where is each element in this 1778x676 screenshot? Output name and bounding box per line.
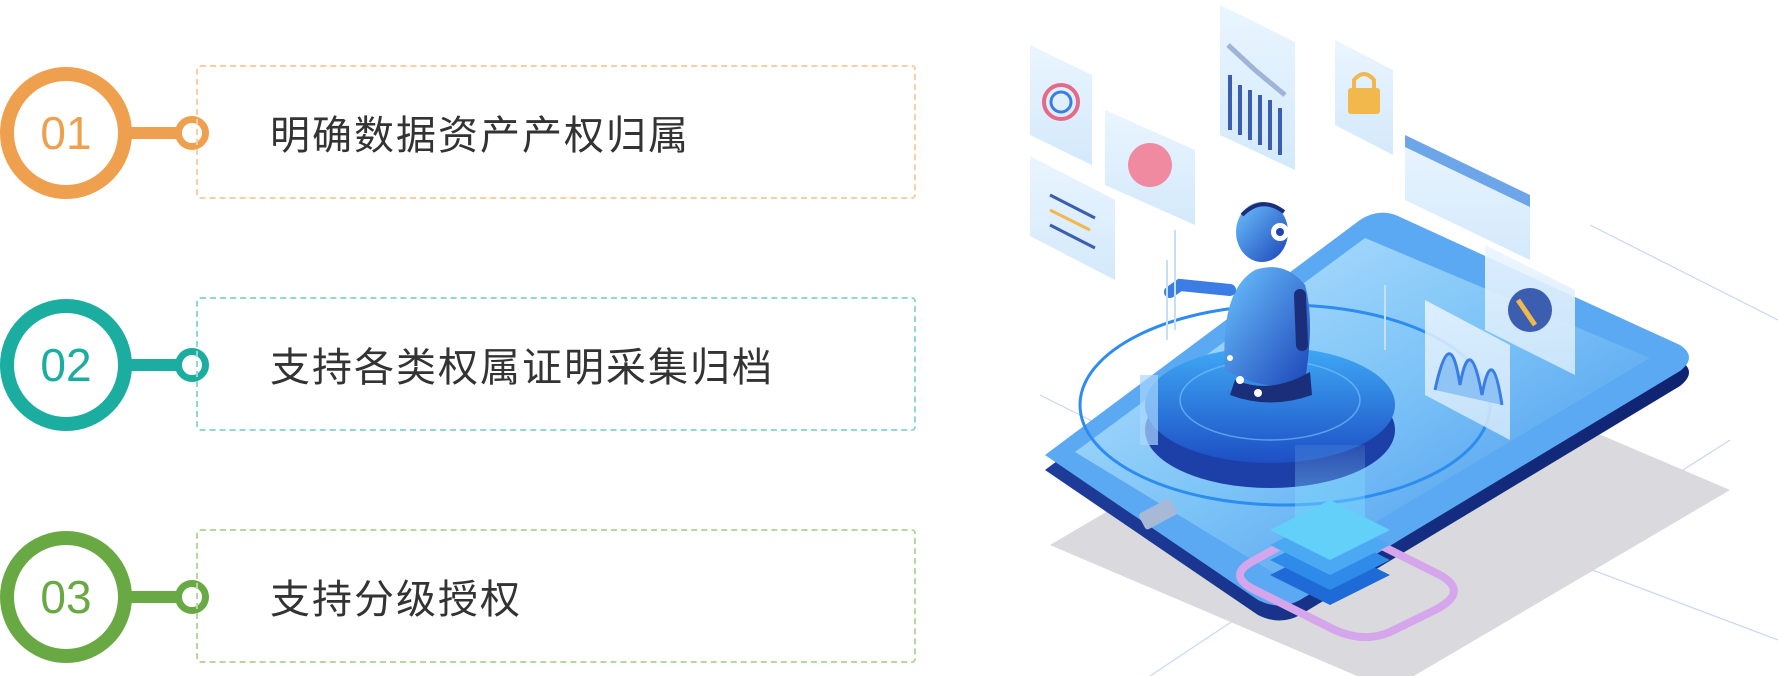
pillar-left: [1140, 375, 1158, 445]
number-badge-1: 01: [0, 67, 132, 199]
number-badge-2: 02: [0, 299, 132, 431]
badge-number-2: 02: [40, 339, 92, 391]
panel-brain: [1105, 110, 1195, 225]
panel-wave: [1425, 300, 1510, 440]
panel-chart-ring: [1030, 45, 1092, 165]
feature-item-1: 01 明确数据资产产权归属: [0, 65, 920, 201]
panel-list: [1030, 156, 1115, 280]
panel-lock: [1335, 40, 1393, 155]
robot-figure: [1164, 202, 1312, 403]
feature-label-3: 支持分级授权: [270, 577, 522, 623]
feature-label-1: 明确数据资产产权归属: [270, 113, 690, 159]
connector-stem-2: [128, 359, 188, 371]
isometric-illustration: [1030, 5, 1778, 676]
feature-item-3: 03 支持分级授权: [0, 529, 920, 665]
badge-number-1: 01: [40, 107, 92, 159]
connector-stem-3: [128, 591, 188, 603]
connector-stem-1: [128, 127, 188, 139]
feature-card-3: 支持分级授权: [196, 529, 916, 663]
connector-knob-3: [175, 580, 209, 614]
feature-card-2: 支持各类权属证明采集归档: [196, 297, 916, 431]
panel-gauge: [1485, 245, 1575, 375]
platform-top: [1145, 347, 1395, 463]
panel-window: [1405, 135, 1530, 260]
panel-bar-chart: [1220, 5, 1295, 170]
badge-number-3: 03: [40, 571, 92, 623]
feature-item-2: 02 支持各类权属证明采集归档: [0, 297, 920, 433]
number-badge-3: 03: [0, 531, 132, 663]
connector-knob-2: [175, 348, 209, 382]
feature-label-2: 支持各类权属证明采集归档: [270, 345, 774, 391]
home-button: [1138, 498, 1178, 530]
server-stack: [1236, 445, 1458, 642]
connector-knob-1: [175, 116, 209, 150]
feature-card-1: 明确数据资产产权归属: [196, 65, 916, 199]
